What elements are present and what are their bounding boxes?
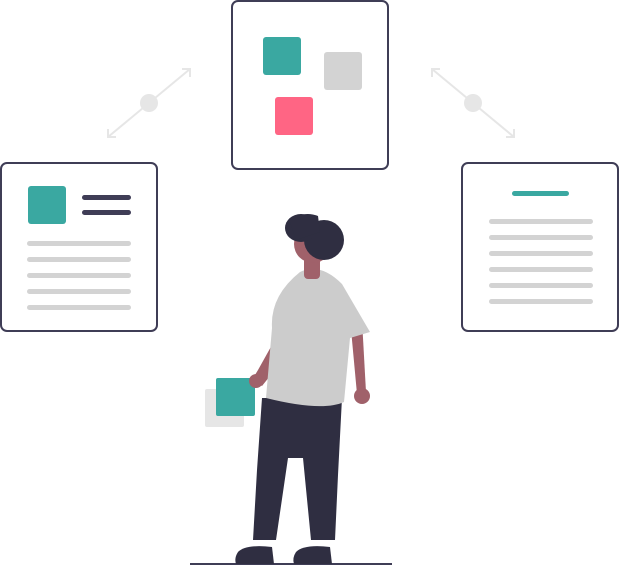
teal-square	[263, 37, 301, 75]
left-connector-arrow	[107, 68, 191, 138]
right-connector-arrow	[431, 68, 515, 138]
pink-square	[275, 97, 313, 135]
kanban-card-icon	[231, 0, 389, 170]
gray-square	[324, 52, 362, 90]
text-list-card-icon	[461, 162, 619, 332]
held-card-front	[216, 378, 255, 416]
document-thumbnail	[28, 186, 66, 224]
document-card-icon	[0, 162, 158, 332]
person-icon	[205, 214, 370, 564]
